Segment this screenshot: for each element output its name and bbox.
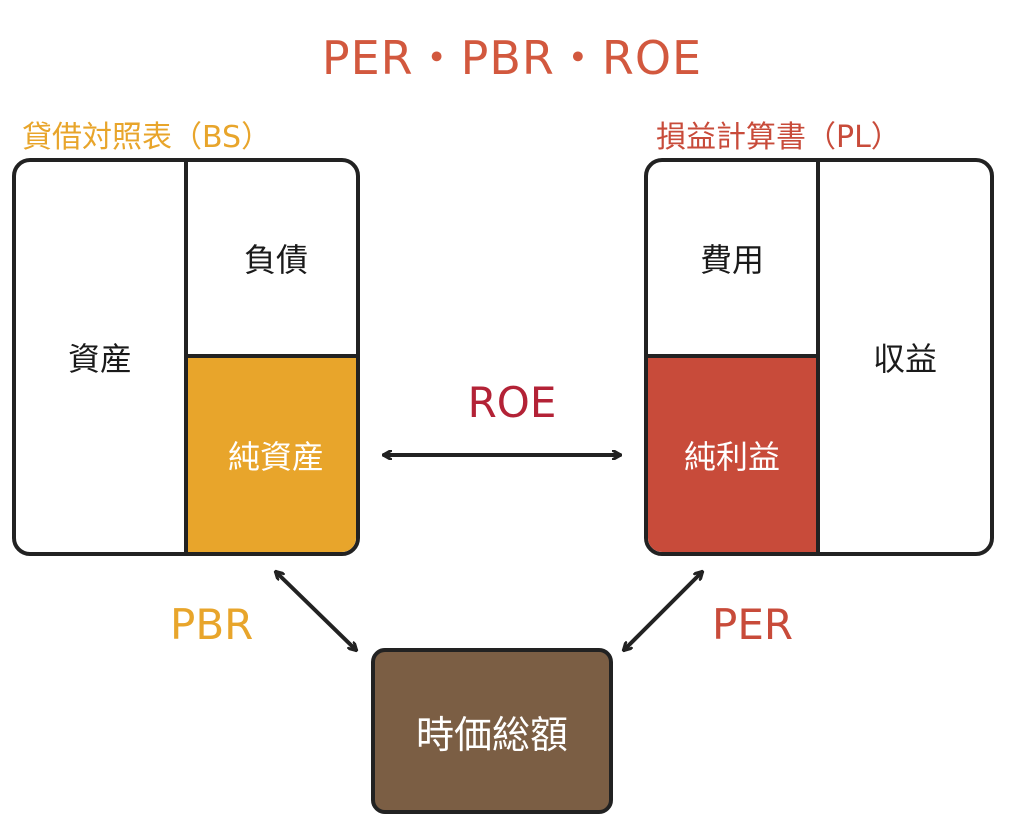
- balance-sheet-title: 貸借対照表（BS）: [22, 120, 272, 155]
- liabilities-cell: 負債: [188, 162, 356, 358]
- assets-cell: 資産: [16, 162, 188, 552]
- per-label: PER: [712, 600, 794, 649]
- income-statement-title: 損益計算書（PL）: [656, 120, 901, 155]
- revenue-cell: 収益: [872, 340, 937, 378]
- page-title: PER・PBR・ROE: [321, 31, 703, 85]
- expenses-cell: 費用: [648, 162, 820, 358]
- income-statement-box: 費用 純利益 収益: [644, 158, 994, 556]
- pbr-arrow: [276, 572, 356, 650]
- balance-sheet-box: 資産 負債 純資産: [12, 158, 360, 556]
- roe-label: ROE: [467, 378, 557, 427]
- net-income-cell: 純利益: [648, 358, 820, 552]
- net-assets-cell: 純資産: [188, 358, 356, 552]
- per-arrow: [624, 572, 702, 650]
- pbr-label: PBR: [170, 600, 254, 649]
- market-cap-box: 時価総額: [371, 648, 613, 814]
